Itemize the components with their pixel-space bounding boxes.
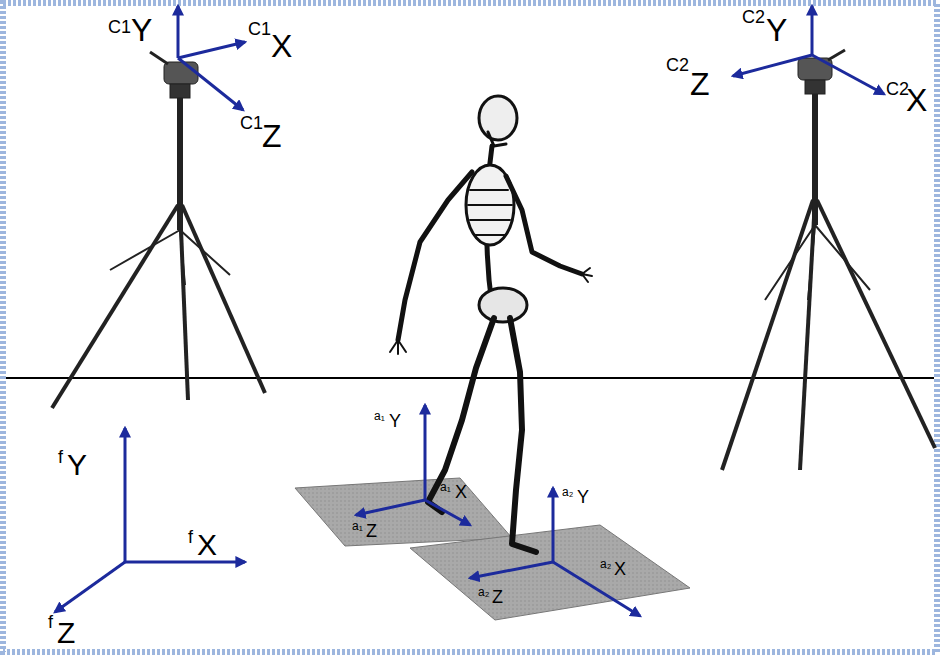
frame-prefix: a₂ bbox=[562, 486, 573, 498]
frame-prefix: C2 bbox=[666, 56, 689, 74]
axis-label: Z bbox=[492, 588, 503, 606]
tripod-leg bbox=[817, 200, 935, 448]
tripod-brace bbox=[765, 225, 870, 300]
leg bbox=[428, 318, 494, 512]
axes bbox=[55, 6, 884, 616]
frame-prefix: a₁ bbox=[374, 410, 385, 422]
axis-arrow bbox=[424, 405, 427, 500]
axis-label: X bbox=[614, 560, 626, 578]
axis-arrow bbox=[356, 500, 425, 515]
frame-prefix: C1 bbox=[240, 114, 263, 132]
arm bbox=[506, 176, 582, 274]
skull bbox=[479, 96, 517, 140]
frame-prefix: a₁ bbox=[352, 520, 363, 532]
leg bbox=[510, 318, 536, 552]
tripod-brace bbox=[110, 230, 230, 285]
axis-label: Z bbox=[366, 522, 377, 540]
axis-label: X bbox=[455, 483, 467, 501]
axis-label: Z bbox=[262, 120, 282, 152]
camera-tripod bbox=[52, 52, 265, 408]
axis-label: X bbox=[197, 530, 217, 560]
walking-skeleton bbox=[390, 96, 592, 552]
pelvis bbox=[479, 288, 527, 322]
ribs bbox=[468, 190, 512, 235]
floor-line bbox=[6, 377, 934, 379]
axis-arrow bbox=[178, 58, 243, 110]
axis-label: X bbox=[271, 30, 292, 62]
axis-label: X bbox=[906, 84, 927, 116]
axis-label: Y bbox=[67, 450, 87, 480]
frame-prefix: a₁ bbox=[440, 481, 451, 493]
axis-arrow bbox=[124, 428, 127, 562]
frame-prefix: C1 bbox=[248, 20, 271, 38]
force-plate bbox=[295, 478, 512, 546]
axis-arrow bbox=[553, 562, 640, 616]
tripod-mount bbox=[805, 80, 825, 94]
hand bbox=[582, 268, 592, 282]
frame-prefix: a₂ bbox=[600, 558, 611, 570]
tripod-leg bbox=[722, 200, 813, 470]
axis-arrow bbox=[733, 55, 812, 76]
axis-arrow bbox=[812, 55, 884, 94]
tripod-mount bbox=[170, 84, 190, 98]
axis-arrow bbox=[178, 42, 245, 58]
frame-prefix: C2 bbox=[742, 8, 765, 26]
pan-handle bbox=[828, 50, 845, 60]
frame-prefix: C2 bbox=[886, 80, 909, 98]
arm bbox=[398, 172, 472, 340]
hand bbox=[390, 340, 406, 354]
axis-arrow bbox=[55, 562, 125, 612]
page-frame bbox=[3, 3, 937, 652]
axis-label: Y bbox=[389, 412, 401, 430]
axis-arrow bbox=[811, 6, 814, 55]
frame-prefix: C1 bbox=[108, 18, 131, 36]
axis-arrow bbox=[125, 561, 245, 564]
axis-label: Y bbox=[131, 14, 152, 46]
axis-arrow bbox=[470, 562, 553, 578]
frame-prefix: a₂ bbox=[478, 586, 489, 598]
axis-arrow bbox=[552, 488, 555, 562]
pan-handle bbox=[150, 52, 168, 64]
frame-prefix: f bbox=[58, 448, 63, 466]
axis-arrow bbox=[177, 6, 180, 58]
camera-tripod bbox=[722, 50, 935, 470]
camera-head bbox=[798, 58, 832, 80]
tripod-leg bbox=[182, 205, 265, 393]
axis-label: Z bbox=[690, 68, 710, 100]
axis-arrow bbox=[425, 500, 470, 525]
axis-label: Z bbox=[57, 618, 75, 648]
axis-label: Y bbox=[766, 14, 787, 46]
camera-head bbox=[164, 62, 198, 84]
force-plate bbox=[410, 525, 690, 620]
tripod-leg bbox=[52, 205, 178, 408]
frame-prefix: f bbox=[188, 528, 193, 546]
frame-prefix: f bbox=[48, 613, 53, 631]
axis-label: Y bbox=[577, 488, 589, 506]
